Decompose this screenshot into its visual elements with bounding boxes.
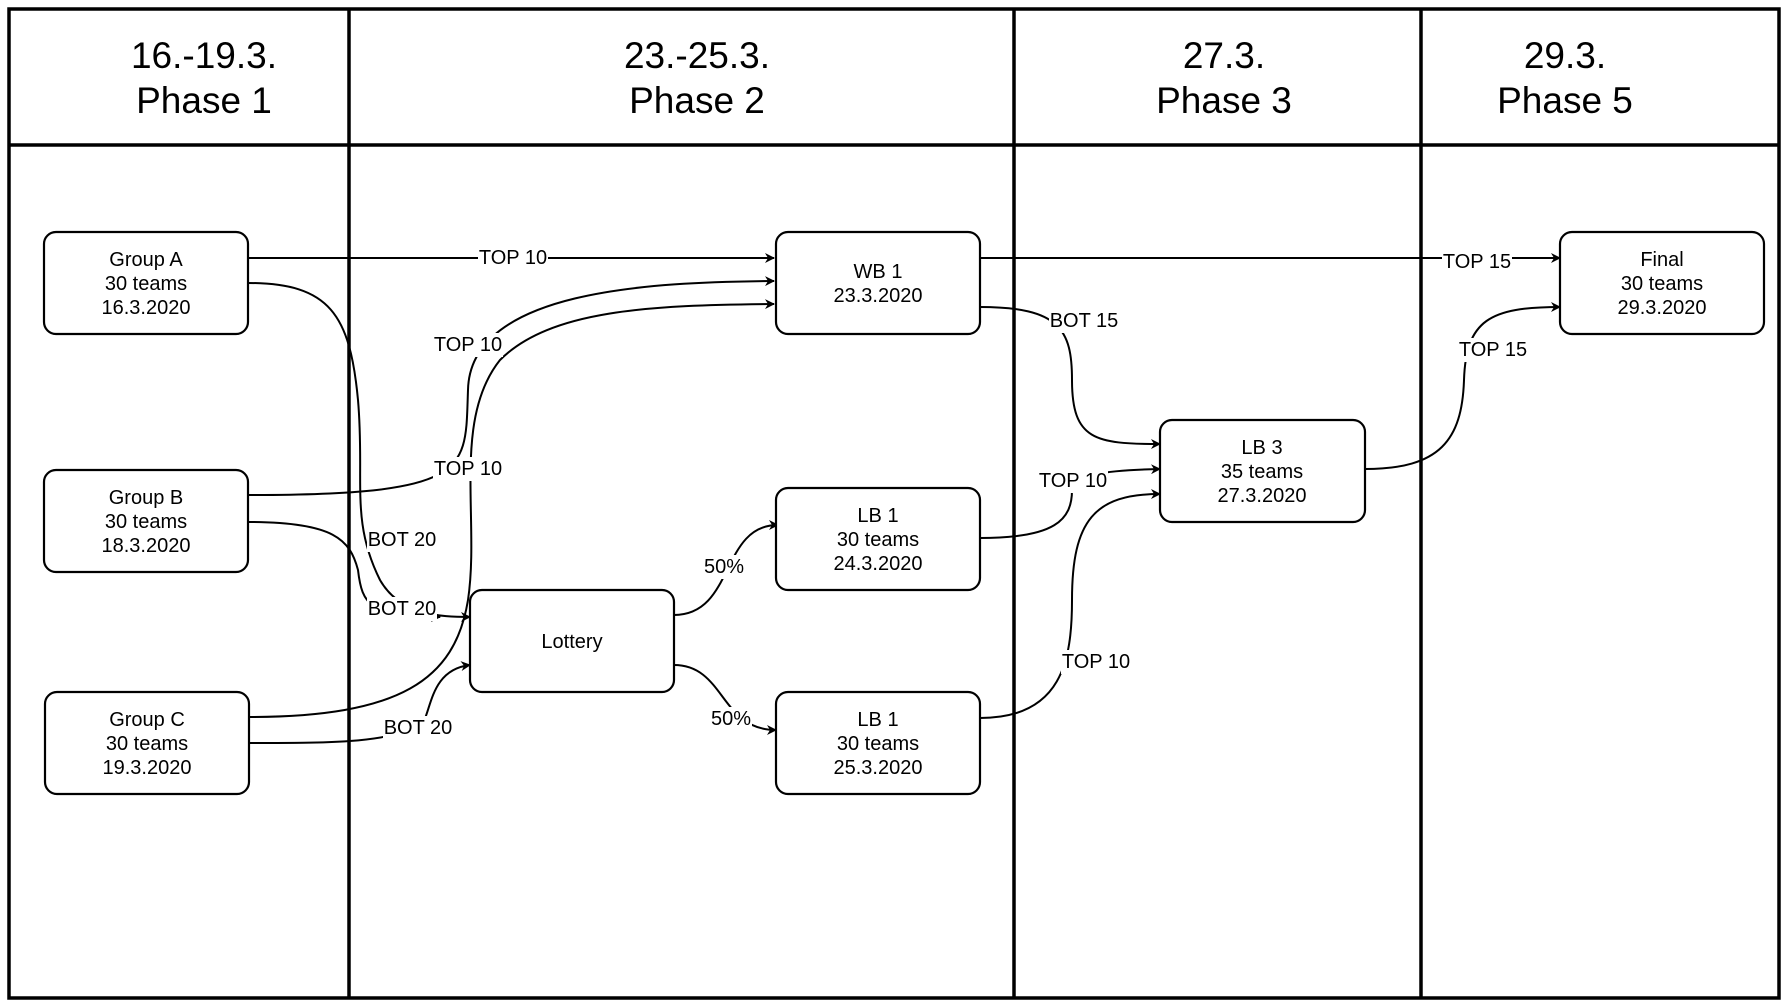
svg-text:18.3.2020: 18.3.2020 xyxy=(102,535,191,557)
svg-text:TOP 10: TOP 10 xyxy=(1039,470,1107,492)
edge-b-wb1 xyxy=(247,276,775,496)
svg-text:Lottery: Lottery xyxy=(541,631,602,653)
node-group-b[interactable]: Group B 30 teams 18.3.2020 xyxy=(42,468,250,574)
svg-text:TOP 10: TOP 10 xyxy=(479,247,547,269)
svg-text:BOT 20: BOT 20 xyxy=(368,598,437,620)
edge-lb1b-lb3 xyxy=(979,489,1161,719)
node-final[interactable]: Final 30 teams 29.3.2020 xyxy=(1558,230,1766,336)
svg-text:27.3.2020: 27.3.2020 xyxy=(1218,485,1307,507)
svg-text:35 teams: 35 teams xyxy=(1221,461,1303,483)
edge-label-lb1a-lb3: TOP 10 xyxy=(1038,469,1108,493)
svg-text:Group C: Group C xyxy=(109,709,185,731)
edge-wb1-lb3 xyxy=(979,306,1161,449)
svg-text:LB 1: LB 1 xyxy=(857,505,898,527)
edge-label-wb1-final: TOP 15 xyxy=(1442,250,1512,274)
svg-text:23.3.2020: 23.3.2020 xyxy=(834,285,923,307)
swimlane-frame xyxy=(7,7,1781,1000)
svg-text:29.3.2020: 29.3.2020 xyxy=(1618,297,1707,319)
svg-text:30 teams: 30 teams xyxy=(105,511,187,533)
svg-text:Group A: Group A xyxy=(109,249,183,271)
svg-text:TOP 10: TOP 10 xyxy=(434,458,502,480)
phase-header-1: 16.-19.3. Phase 1 xyxy=(131,35,277,121)
phase-5-name: Phase 5 xyxy=(1497,80,1633,121)
node-wb1[interactable]: WB 1 23.3.2020 xyxy=(774,230,982,336)
edge-label-lottery-lb1b: 50% xyxy=(710,707,752,731)
node-lb1-24[interactable]: LB 1 30 teams 24.3.2020 xyxy=(774,486,982,592)
edge-label-c-wb1: TOP 10 xyxy=(433,457,503,481)
edge-lb3-final xyxy=(1364,302,1561,470)
phase-header-5: 29.3. Phase 5 xyxy=(1497,35,1633,121)
svg-text:BOT 20: BOT 20 xyxy=(384,717,453,739)
edge-label-lb1b-lb3: TOP 10 xyxy=(1061,650,1131,674)
phase-1-name: Phase 1 xyxy=(136,80,272,121)
svg-text:LB 1: LB 1 xyxy=(857,709,898,731)
svg-text:Group B: Group B xyxy=(109,487,183,509)
svg-text:30 teams: 30 teams xyxy=(837,529,919,551)
node-group-c[interactable]: Group C 30 teams 19.3.2020 xyxy=(43,690,251,796)
svg-text:LB 3: LB 3 xyxy=(1241,437,1282,459)
svg-text:BOT 20: BOT 20 xyxy=(368,529,437,551)
phase-header-3: 27.3. Phase 3 xyxy=(1156,35,1292,121)
edge-label-a-wb1: TOP 10 xyxy=(478,246,548,270)
svg-text:50%: 50% xyxy=(704,556,744,578)
edge-label-b-wb1: TOP 10 xyxy=(433,333,503,357)
phase-2-name: Phase 2 xyxy=(629,80,765,121)
edge-label-c-lottery: BOT 20 xyxy=(383,716,453,740)
svg-text:TOP 15: TOP 15 xyxy=(1443,251,1511,273)
edge-label-b-lottery: BOT 20 xyxy=(367,597,437,621)
edge-label-a-lottery: BOT 20 xyxy=(367,528,437,552)
svg-text:WB 1: WB 1 xyxy=(854,261,903,283)
edge-label-lottery-lb1a: 50% xyxy=(703,555,745,579)
node-group-a[interactable]: Group A 30 teams 16.3.2020 xyxy=(42,230,250,336)
phase-5-date: 29.3. xyxy=(1524,35,1606,76)
svg-text:24.3.2020: 24.3.2020 xyxy=(834,553,923,575)
phase-header-2: 23.-25.3. Phase 2 xyxy=(624,35,770,121)
svg-text:TOP 10: TOP 10 xyxy=(1062,651,1130,673)
svg-text:30 teams: 30 teams xyxy=(837,733,919,755)
node-lottery[interactable]: Lottery xyxy=(468,588,676,694)
svg-text:TOP 10: TOP 10 xyxy=(434,334,502,356)
phase-2-date: 23.-25.3. xyxy=(624,35,770,76)
edge-label-wb1-lb3: BOT 15 xyxy=(1049,309,1119,333)
svg-text:19.3.2020: 19.3.2020 xyxy=(103,757,192,779)
node-lb3[interactable]: LB 3 35 teams 27.3.2020 xyxy=(1158,418,1367,524)
svg-text:TOP 15: TOP 15 xyxy=(1459,339,1527,361)
svg-text:16.3.2020: 16.3.2020 xyxy=(102,297,191,319)
phase-3-date: 27.3. xyxy=(1183,35,1265,76)
svg-text:50%: 50% xyxy=(711,708,751,730)
node-lb1-25[interactable]: LB 1 30 teams 25.3.2020 xyxy=(774,690,982,796)
svg-text:30 teams: 30 teams xyxy=(106,733,188,755)
edge-lottery-lb1b xyxy=(673,664,777,735)
svg-text:30 teams: 30 teams xyxy=(105,273,187,295)
svg-text:30 teams: 30 teams xyxy=(1621,273,1703,295)
svg-text:Final: Final xyxy=(1640,249,1683,271)
edge-label-lb3-final: TOP 15 xyxy=(1458,338,1528,362)
phase-1-date: 16.-19.3. xyxy=(131,35,277,76)
svg-text:BOT 15: BOT 15 xyxy=(1050,310,1119,332)
svg-text:25.3.2020: 25.3.2020 xyxy=(834,757,923,779)
phase-3-name: Phase 3 xyxy=(1156,80,1292,121)
